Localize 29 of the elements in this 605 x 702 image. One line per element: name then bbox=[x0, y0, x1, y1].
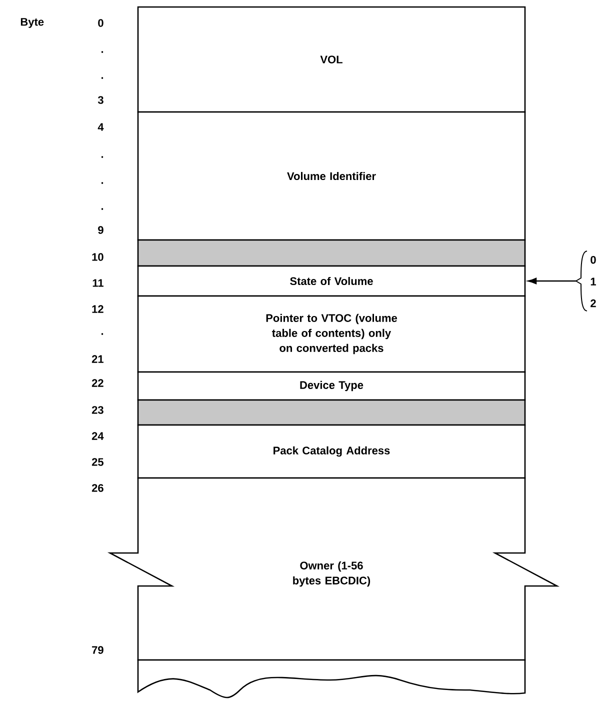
byte-number: 10 bbox=[92, 253, 104, 261]
byte-number: 21 bbox=[92, 355, 104, 363]
reserved-field-bar bbox=[137, 239, 526, 267]
field-box: Volume Identifier bbox=[137, 111, 526, 241]
byte-number: 0 bbox=[98, 19, 104, 27]
byte-number: . bbox=[102, 333, 104, 335]
field-box: Device Type bbox=[137, 371, 526, 401]
reserved-field-bar bbox=[137, 399, 526, 426]
byte-heading: Byte bbox=[20, 18, 44, 28]
byte-number: . bbox=[102, 182, 104, 184]
brace-list: 0 1 2 bbox=[576, 250, 596, 312]
field-box: VOL bbox=[137, 6, 526, 113]
byte-number: . bbox=[102, 51, 104, 53]
byte-number: . bbox=[102, 156, 104, 158]
byte-number: 24 bbox=[92, 432, 104, 440]
byte-number: 25 bbox=[92, 458, 104, 466]
byte-number: 12 bbox=[92, 305, 104, 313]
byte-number: 3 bbox=[98, 96, 104, 104]
byte-number: 23 bbox=[92, 406, 104, 414]
byte-number: 9 bbox=[98, 226, 104, 234]
byte-number: 11 bbox=[92, 279, 104, 287]
field-box bbox=[137, 659, 526, 698]
byte-number: . bbox=[102, 77, 104, 79]
field-box: Pack Catalog Address bbox=[137, 424, 526, 479]
field-box: State of Volume bbox=[137, 265, 526, 297]
byte-number: 4 bbox=[98, 123, 104, 131]
byte-number: 22 bbox=[92, 379, 104, 387]
byte-number: . bbox=[102, 208, 104, 210]
arrow bbox=[528, 278, 576, 284]
